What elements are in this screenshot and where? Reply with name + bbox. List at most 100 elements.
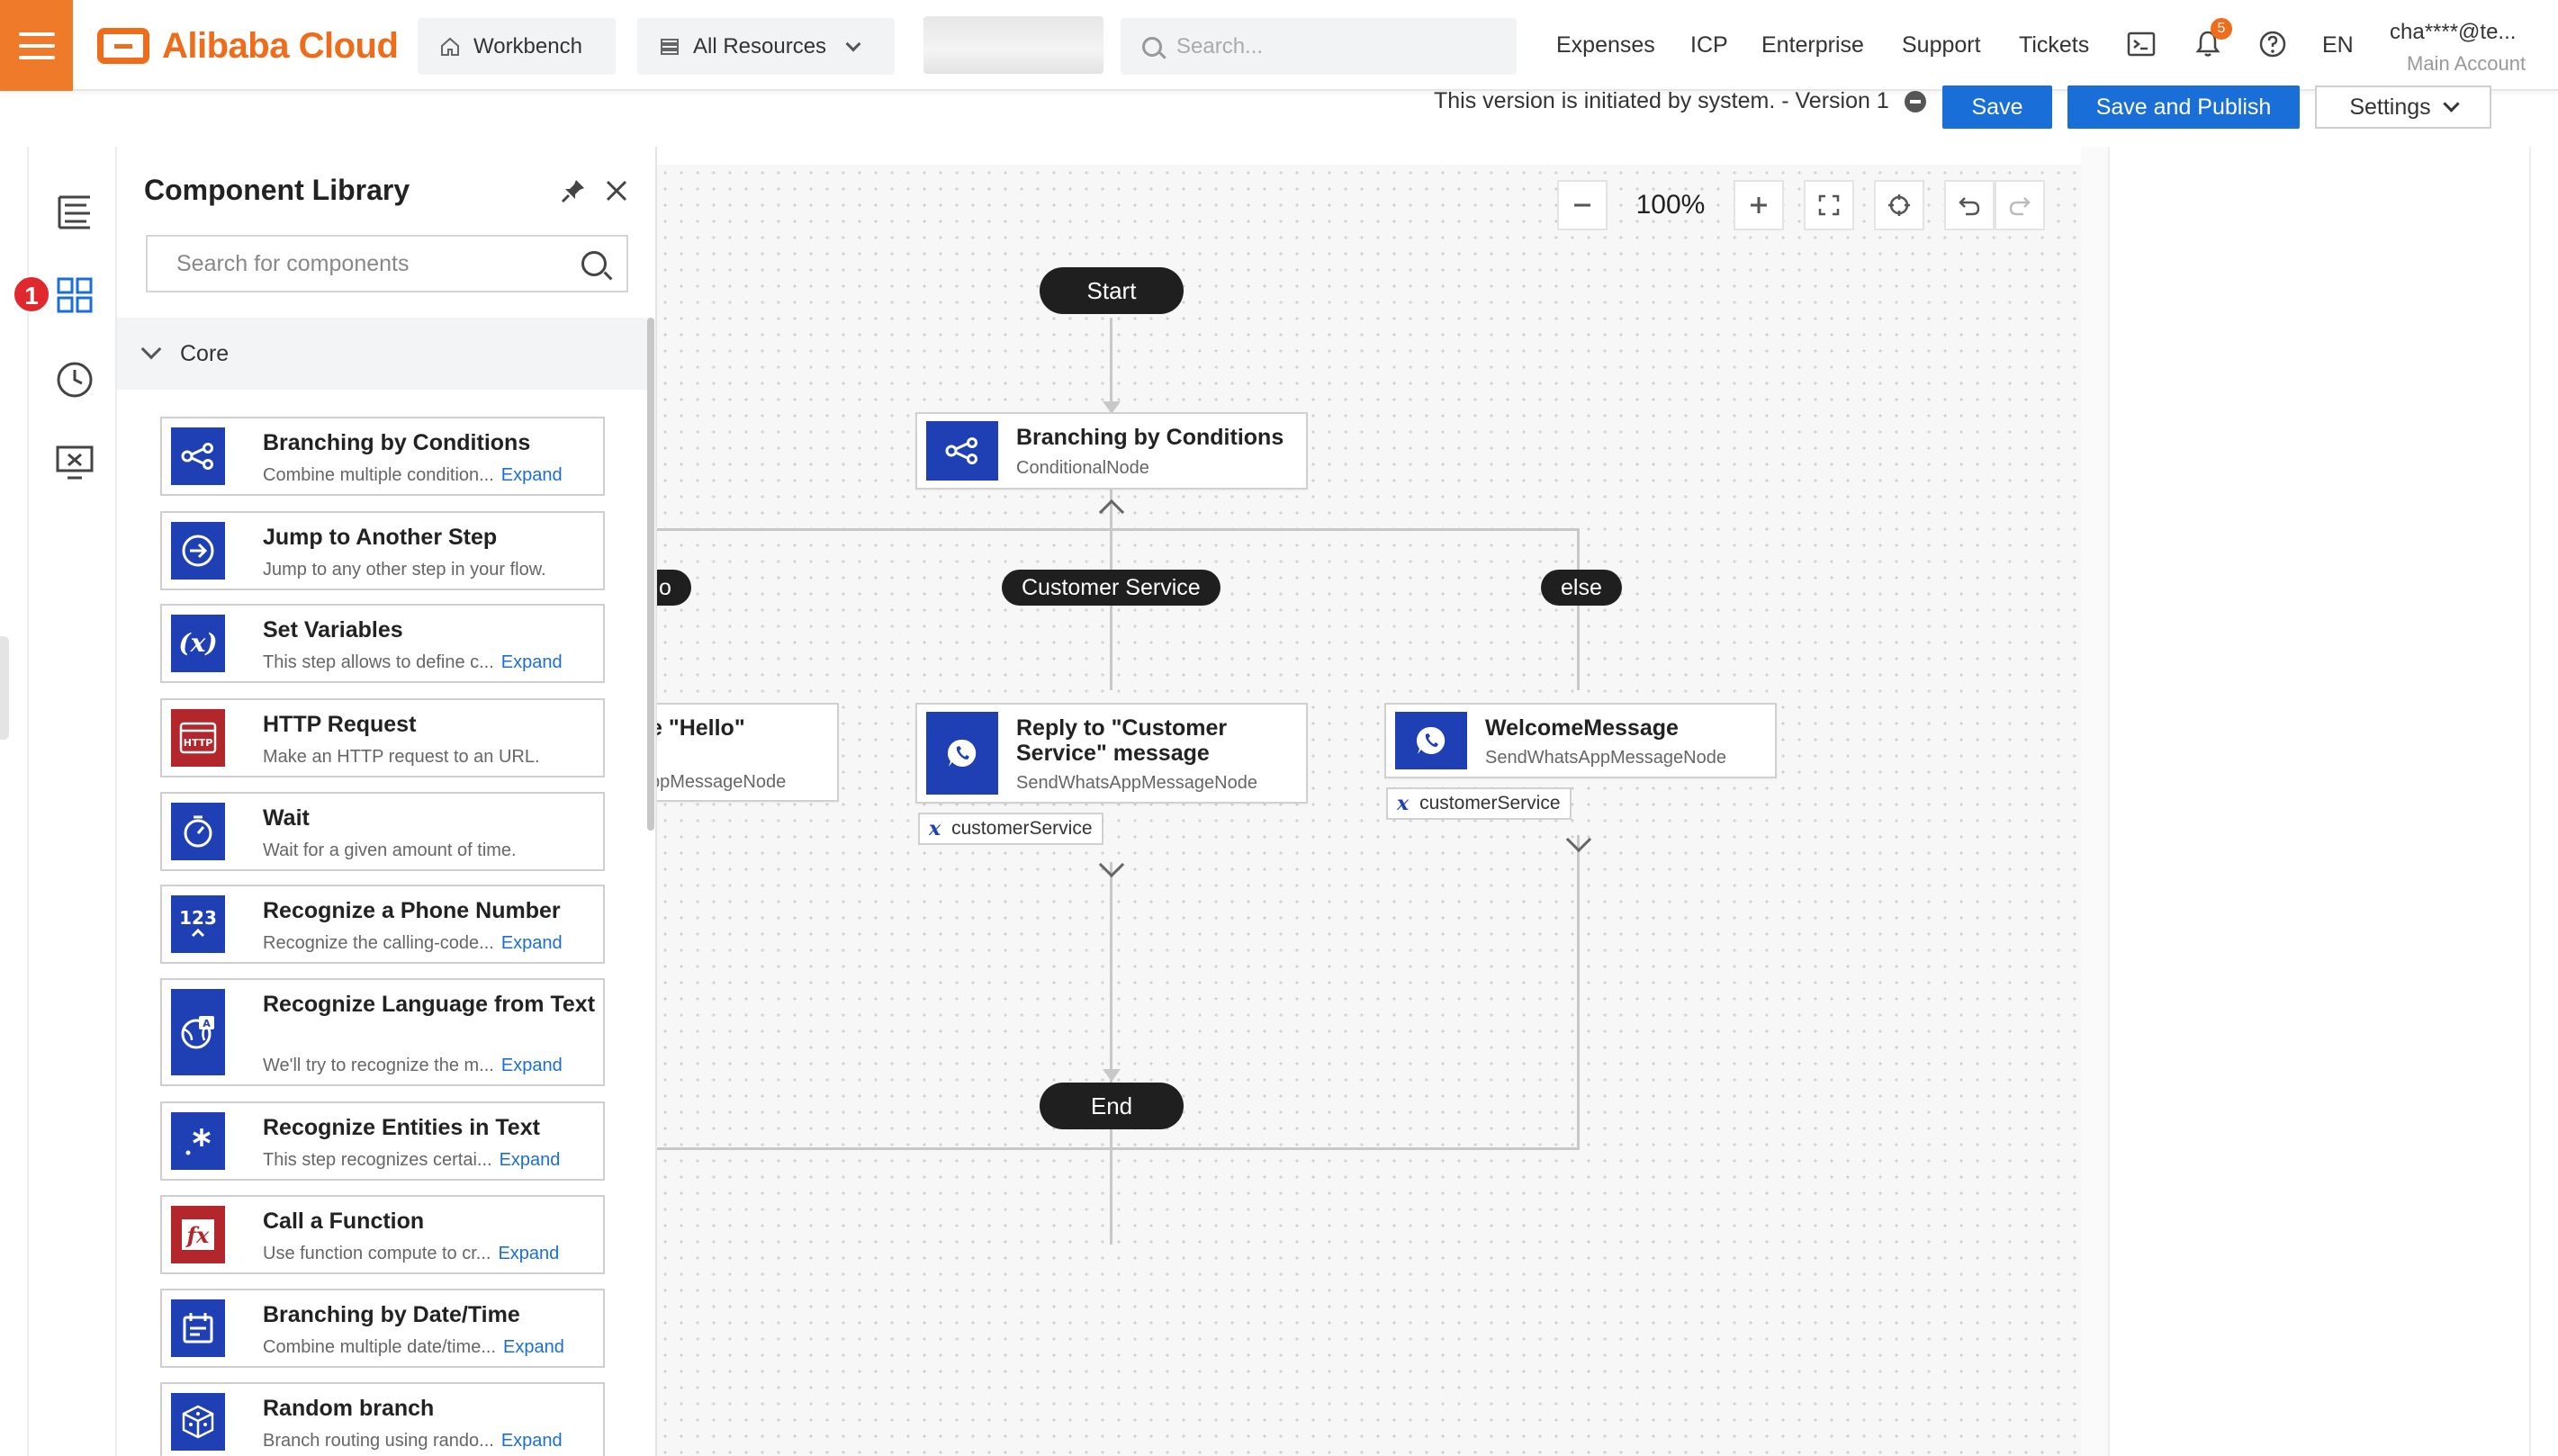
account-name[interactable]: cha****@te... <box>2390 20 2517 44</box>
all-resources-dropdown[interactable]: All Resources <box>637 18 895 75</box>
top-navigation-bar: Alibaba Cloud Workbench All Resources Se… <box>0 0 2558 91</box>
language-switcher[interactable]: EN <box>2322 32 2354 58</box>
blurred-region-selector[interactable] <box>923 16 1103 74</box>
nav-link-enterprise[interactable]: Enterprise <box>1761 32 1864 58</box>
share-nodes-icon <box>926 421 998 481</box>
branch-label-hello[interactable]: o <box>657 570 691 606</box>
fit-screen-button[interactable] <box>1804 180 1854 230</box>
expand-link[interactable]: Expand <box>499 1150 561 1170</box>
collapse-branches-icon[interactable] <box>1098 499 1125 526</box>
node-title: e "Hello" <box>657 715 745 741</box>
core-section-header[interactable]: Core <box>117 318 650 390</box>
component-title: Branching by Date/Time <box>263 1302 520 1327</box>
collapse-handle[interactable] <box>0 636 9 740</box>
component-title: HTTP Request <box>263 712 417 737</box>
zoom-out-button[interactable] <box>1557 180 1608 230</box>
account-type: Main Account <box>2407 52 2526 75</box>
nav-link-tickets[interactable]: Tickets <box>2019 32 2090 58</box>
connector-line <box>1577 835 1580 1150</box>
component-description-text: Recognize the calling-code... <box>263 933 494 953</box>
welcome-message-node[interactable]: WelcomeMessage SendWhatsAppMessageNode <box>1384 703 1777 778</box>
branch-label-customer-service[interactable]: Customer Service <box>1002 570 1220 606</box>
save-button[interactable]: Save <box>1942 85 2052 129</box>
flow-outline-icon[interactable] <box>54 192 95 233</box>
variable-tag[interactable]: x customerService <box>918 813 1103 845</box>
component-library-panel: Component Library Search for components … <box>117 147 657 1456</box>
variable-x-icon: x <box>1397 792 1410 815</box>
nav-link-expenses[interactable]: Expenses <box>1556 32 1655 58</box>
node-type: ppMessageNode <box>657 772 787 792</box>
library-scrollbar[interactable] <box>647 318 654 831</box>
redo-icon <box>2009 197 2031 216</box>
component-title: Set Variables <box>263 617 403 643</box>
component-search-input[interactable]: Search for components <box>146 235 628 292</box>
expand-link[interactable]: Expand <box>498 1244 560 1263</box>
conditional-node[interactable]: Branching by Conditions ConditionalNode <box>915 412 1308 490</box>
pin-icon[interactable] <box>560 177 587 204</box>
center-view-button[interactable] <box>1874 180 1924 230</box>
chevron-down-icon[interactable] <box>1098 851 1125 878</box>
flow-canvas[interactable]: 100% Start End Branching by Conditions C… <box>657 165 2081 1456</box>
expand-link[interactable]: Expand <box>503 1337 564 1357</box>
expand-link[interactable]: Expand <box>500 465 563 485</box>
connector-line <box>1577 528 1580 690</box>
nav-link-icp[interactable]: ICP <box>1690 32 1728 58</box>
minus-icon <box>1574 203 1590 207</box>
list-stack-icon <box>661 38 679 55</box>
hamburger-menu-icon[interactable] <box>0 0 73 91</box>
version-info-text: This version is initiated by system. - V… <box>1434 88 1889 113</box>
branch-label-else[interactable]: else <box>1541 570 1622 606</box>
start-node[interactable]: Start <box>1040 267 1184 314</box>
asterisk-icon <box>171 1112 225 1170</box>
canvas-top-gap <box>657 147 2081 165</box>
reply-customer-service-node[interactable]: Reply to "Customer Service" message Send… <box>915 703 1308 804</box>
cube-icon <box>171 1393 225 1451</box>
redo-button[interactable] <box>1995 180 2045 230</box>
zoom-in-button[interactable] <box>1734 180 1784 230</box>
variable-tag[interactable]: x customerService <box>1386 787 1572 820</box>
close-icon[interactable] <box>603 177 630 204</box>
component-title: Random branch <box>263 1396 435 1421</box>
timer-icon <box>171 803 225 860</box>
save-and-publish-button[interactable]: Save and Publish <box>2067 85 2300 129</box>
minus-circle-icon[interactable] <box>1905 91 1926 112</box>
expand-link[interactable]: Expand <box>500 1056 563 1075</box>
reply-hello-node[interactable]: e "Hello" ppMessageNode <box>657 703 839 802</box>
expand-link[interactable]: Expand <box>500 1431 563 1451</box>
arrow-down-icon <box>1103 1069 1121 1082</box>
component-title: Recognize Language from Text <box>263 992 596 1017</box>
terminal-icon[interactable] <box>2126 29 2157 59</box>
monitor-close-icon[interactable] <box>54 442 95 483</box>
expand-link[interactable]: Expand <box>500 933 563 953</box>
properties-panel <box>2108 147 2531 1456</box>
alibaba-cloud-logo[interactable]: Alibaba Cloud <box>97 23 399 68</box>
function-fx-icon: fx <box>171 1206 225 1263</box>
help-icon[interactable] <box>2257 29 2288 59</box>
expand-link[interactable]: Expand <box>500 652 563 672</box>
number-123-icon: 123 <box>171 895 225 953</box>
component-description: Make an HTTP request to an URL. <box>263 747 540 768</box>
end-node[interactable]: End <box>1040 1083 1184 1129</box>
undo-button[interactable] <box>1944 180 1995 230</box>
nav-link-support[interactable]: Support <box>1902 32 1981 58</box>
history-clock-icon[interactable] <box>54 359 95 400</box>
global-search-input[interactable]: Search... <box>1121 18 1517 75</box>
variable-x-icon: (x) <box>171 615 225 672</box>
chevron-down-icon[interactable] <box>1565 826 1592 853</box>
component-grid-icon[interactable] <box>54 274 95 316</box>
settings-dropdown[interactable]: Settings <box>2315 85 2491 129</box>
zoom-level: 100% <box>1635 190 1706 220</box>
workbench-button[interactable]: Workbench <box>418 18 616 75</box>
variable-name: customerService <box>951 818 1093 839</box>
